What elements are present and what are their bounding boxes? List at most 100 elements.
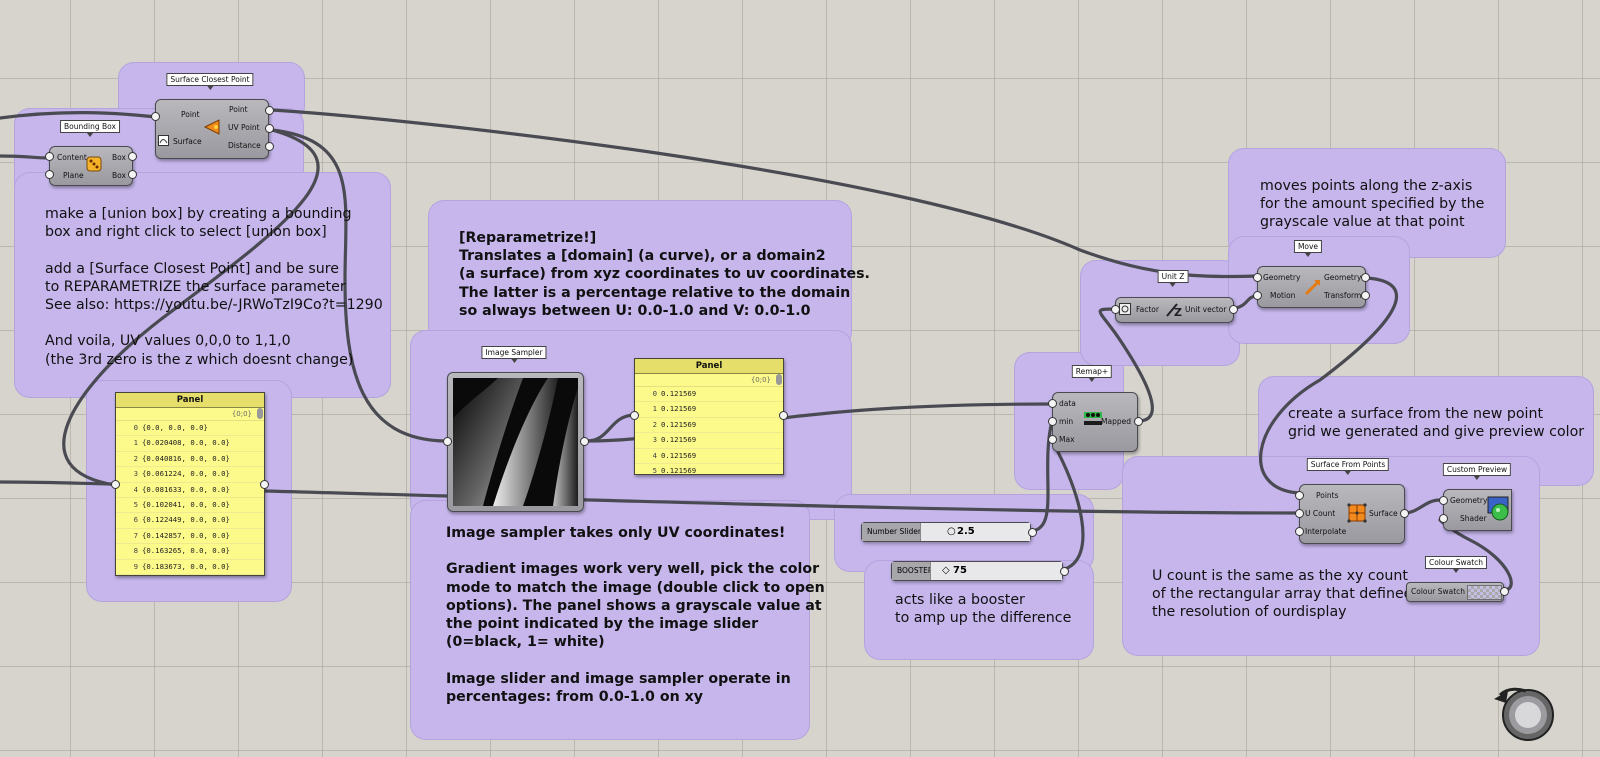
- panel-row-value: {0.163265, 0.0, 0.0}: [142, 546, 230, 556]
- panel-points-scrollbar[interactable]: [257, 408, 263, 419]
- bounding-box-component[interactable]: Content Plane Box Box: [49, 146, 133, 186]
- panel-values-scrollbar[interactable]: [776, 374, 782, 385]
- panel-row: 3 0.121569: [635, 433, 783, 449]
- booster-note: acts like a booster to amp up the differ…: [895, 592, 1072, 627]
- booster-slider-output-port[interactable]: [1060, 567, 1069, 576]
- bbox-note: make a [union box] by creating a boundin…: [45, 206, 383, 368]
- colour-swatch-output-port[interactable]: [1500, 587, 1509, 596]
- booster-slider-track[interactable]: [930, 562, 1062, 580]
- move-component[interactable]: Geometry Motion Geometry Transform: [1257, 266, 1366, 308]
- preview-geometry-port[interactable]: [1439, 496, 1448, 505]
- canvas-navigation-widget[interactable]: [1490, 685, 1554, 749]
- panel-row-index: 2: [652, 419, 657, 429]
- panel-row-index: 5: [652, 465, 657, 475]
- panel-values-output-port[interactable]: [779, 411, 788, 420]
- surface-output-port[interactable]: [1400, 509, 1409, 518]
- panel-row-value: 0.121569: [661, 389, 697, 398]
- mapped-output-port[interactable]: [1134, 417, 1143, 426]
- panel-row-value: 0.121569: [661, 465, 697, 475]
- distance-output-port[interactable]: [265, 142, 274, 151]
- unitz-title: Unit Z: [1157, 270, 1189, 283]
- geometry-output-port[interactable]: [1361, 273, 1370, 282]
- remap-icon: [1084, 412, 1102, 425]
- unitz-component[interactable]: Factor Z Unit vector: [1115, 297, 1234, 323]
- panel-row-index: 5: [133, 499, 138, 509]
- panel-points-input-port[interactable]: [111, 480, 120, 489]
- panel-points-output-port[interactable]: [260, 480, 269, 489]
- panel-row-value: {0.102041, 0.0, 0.0}: [142, 499, 230, 509]
- panel-row-index: 1: [133, 438, 138, 448]
- data-input-port[interactable]: [1048, 399, 1057, 408]
- panel-row-value: {0.061224, 0.0, 0.0}: [142, 469, 230, 479]
- panel-row-index: 3: [652, 435, 657, 445]
- max-input-label: Max: [1059, 435, 1075, 444]
- number-slider-marker[interactable]: ○: [947, 526, 956, 537]
- surface-from-points-component[interactable]: Points U Count Interpolate Surface: [1299, 484, 1405, 544]
- ucount-input-port[interactable]: [1295, 509, 1304, 518]
- panel-row: 1{0.020408, 0.0, 0.0}: [116, 436, 264, 452]
- panel-values-path: {0;0}: [635, 374, 783, 387]
- panel-row-index: 8: [133, 546, 138, 556]
- panel-row: 4{0.081633, 0.0, 0.0}: [116, 483, 264, 498]
- box-output-port[interactable]: [128, 152, 137, 161]
- remap-component[interactable]: data min Max Mapped: [1052, 392, 1138, 452]
- number-slider-track[interactable]: [920, 523, 1030, 541]
- geometry-input-port[interactable]: [1253, 273, 1262, 282]
- min-input-port[interactable]: [1048, 417, 1057, 426]
- points-input-label: Points: [1316, 491, 1339, 500]
- distance-output-label: Distance: [228, 141, 261, 150]
- panel-row-value: 0.121569: [661, 435, 697, 445]
- panel-row: 0{0.0, 0.0, 0.0}: [116, 421, 264, 437]
- box-output-port-2[interactable]: [128, 170, 137, 179]
- interpolate-input-port[interactable]: [1295, 527, 1304, 536]
- min-input-label: min: [1059, 417, 1074, 426]
- interpolate-input-label: Interpolate: [1305, 527, 1347, 536]
- preview-shader-label: Shader: [1460, 514, 1487, 523]
- panel-row-index: 7: [133, 530, 138, 540]
- max-input-port[interactable]: [1048, 435, 1057, 444]
- booster-slider-marker[interactable]: ◇: [942, 565, 950, 576]
- custom-preview-title: Custom Preview: [1442, 463, 1512, 476]
- panel-values-input-port[interactable]: [630, 411, 639, 420]
- custom-preview-component[interactable]: Geometry Shader: [1443, 489, 1512, 531]
- content-input-port[interactable]: [45, 152, 54, 161]
- point-input-port[interactable]: [151, 112, 160, 121]
- colour-swatch-title: Colour Swatch: [1424, 556, 1488, 569]
- image-sampler-component[interactable]: [447, 372, 584, 512]
- plane-input-port[interactable]: [45, 170, 54, 179]
- gear-icon: [1119, 303, 1131, 315]
- panel-row-value: {0.0, 0.0, 0.0}: [142, 423, 208, 432]
- point-output-port[interactable]: [265, 106, 274, 115]
- panel-points[interactable]: Panel {0;0} 0{0.0, 0.0, 0.0}1{0.020408, …: [115, 392, 265, 576]
- motion-input-port[interactable]: [1253, 291, 1262, 300]
- uvpoint-output-port[interactable]: [265, 124, 274, 133]
- factor-input-port[interactable]: [1111, 305, 1120, 314]
- panel-points-path: {0;0}: [116, 408, 264, 421]
- unit-vector-output-port[interactable]: [1229, 305, 1238, 314]
- preview-geometry-label: Geometry: [1450, 496, 1488, 505]
- colour-swatch-component[interactable]: Colour Swatch: [1406, 582, 1504, 602]
- panel-row: 5 {0.102041, 0.0, 0.0}: [116, 498, 264, 514]
- panel-points-rows: 0{0.0, 0.0, 0.0}1{0.020408, 0.0, 0.0}2{0…: [116, 421, 264, 575]
- points-input-port[interactable]: [1295, 491, 1304, 500]
- surface-from-points-title: Surface From Points: [1306, 458, 1390, 471]
- surface-closest-point-title: Surface Closest Point: [166, 73, 254, 86]
- number-slider[interactable]: Number Slider ○ 2.5: [861, 522, 1031, 542]
- image-sampler-title: Image Sampler: [481, 346, 547, 359]
- booster-slider[interactable]: BOOSTER ◇ 75: [891, 561, 1063, 581]
- group-sampler-note: [410, 500, 810, 740]
- colour-swatch-color[interactable]: [1467, 585, 1502, 600]
- panel-row: 2{0.040816, 0.0, 0.0}: [116, 452, 264, 468]
- image-sampler-input-port[interactable]: [443, 437, 452, 446]
- number-slider-output-port[interactable]: [1028, 528, 1037, 537]
- panel-row-value: {0.142857, 0.0, 0.0}: [142, 530, 230, 540]
- preview-shader-port[interactable]: [1439, 514, 1448, 523]
- transform-output-port[interactable]: [1361, 291, 1370, 300]
- data-input-label: data: [1059, 399, 1076, 408]
- number-slider-value: 2.5: [957, 526, 975, 537]
- colour-swatch-label: Colour Swatch: [1411, 587, 1466, 596]
- image-sampler-output-port[interactable]: [580, 437, 589, 446]
- surface-closest-point-component[interactable]: Point Surface Point UV Point Distance: [155, 99, 269, 159]
